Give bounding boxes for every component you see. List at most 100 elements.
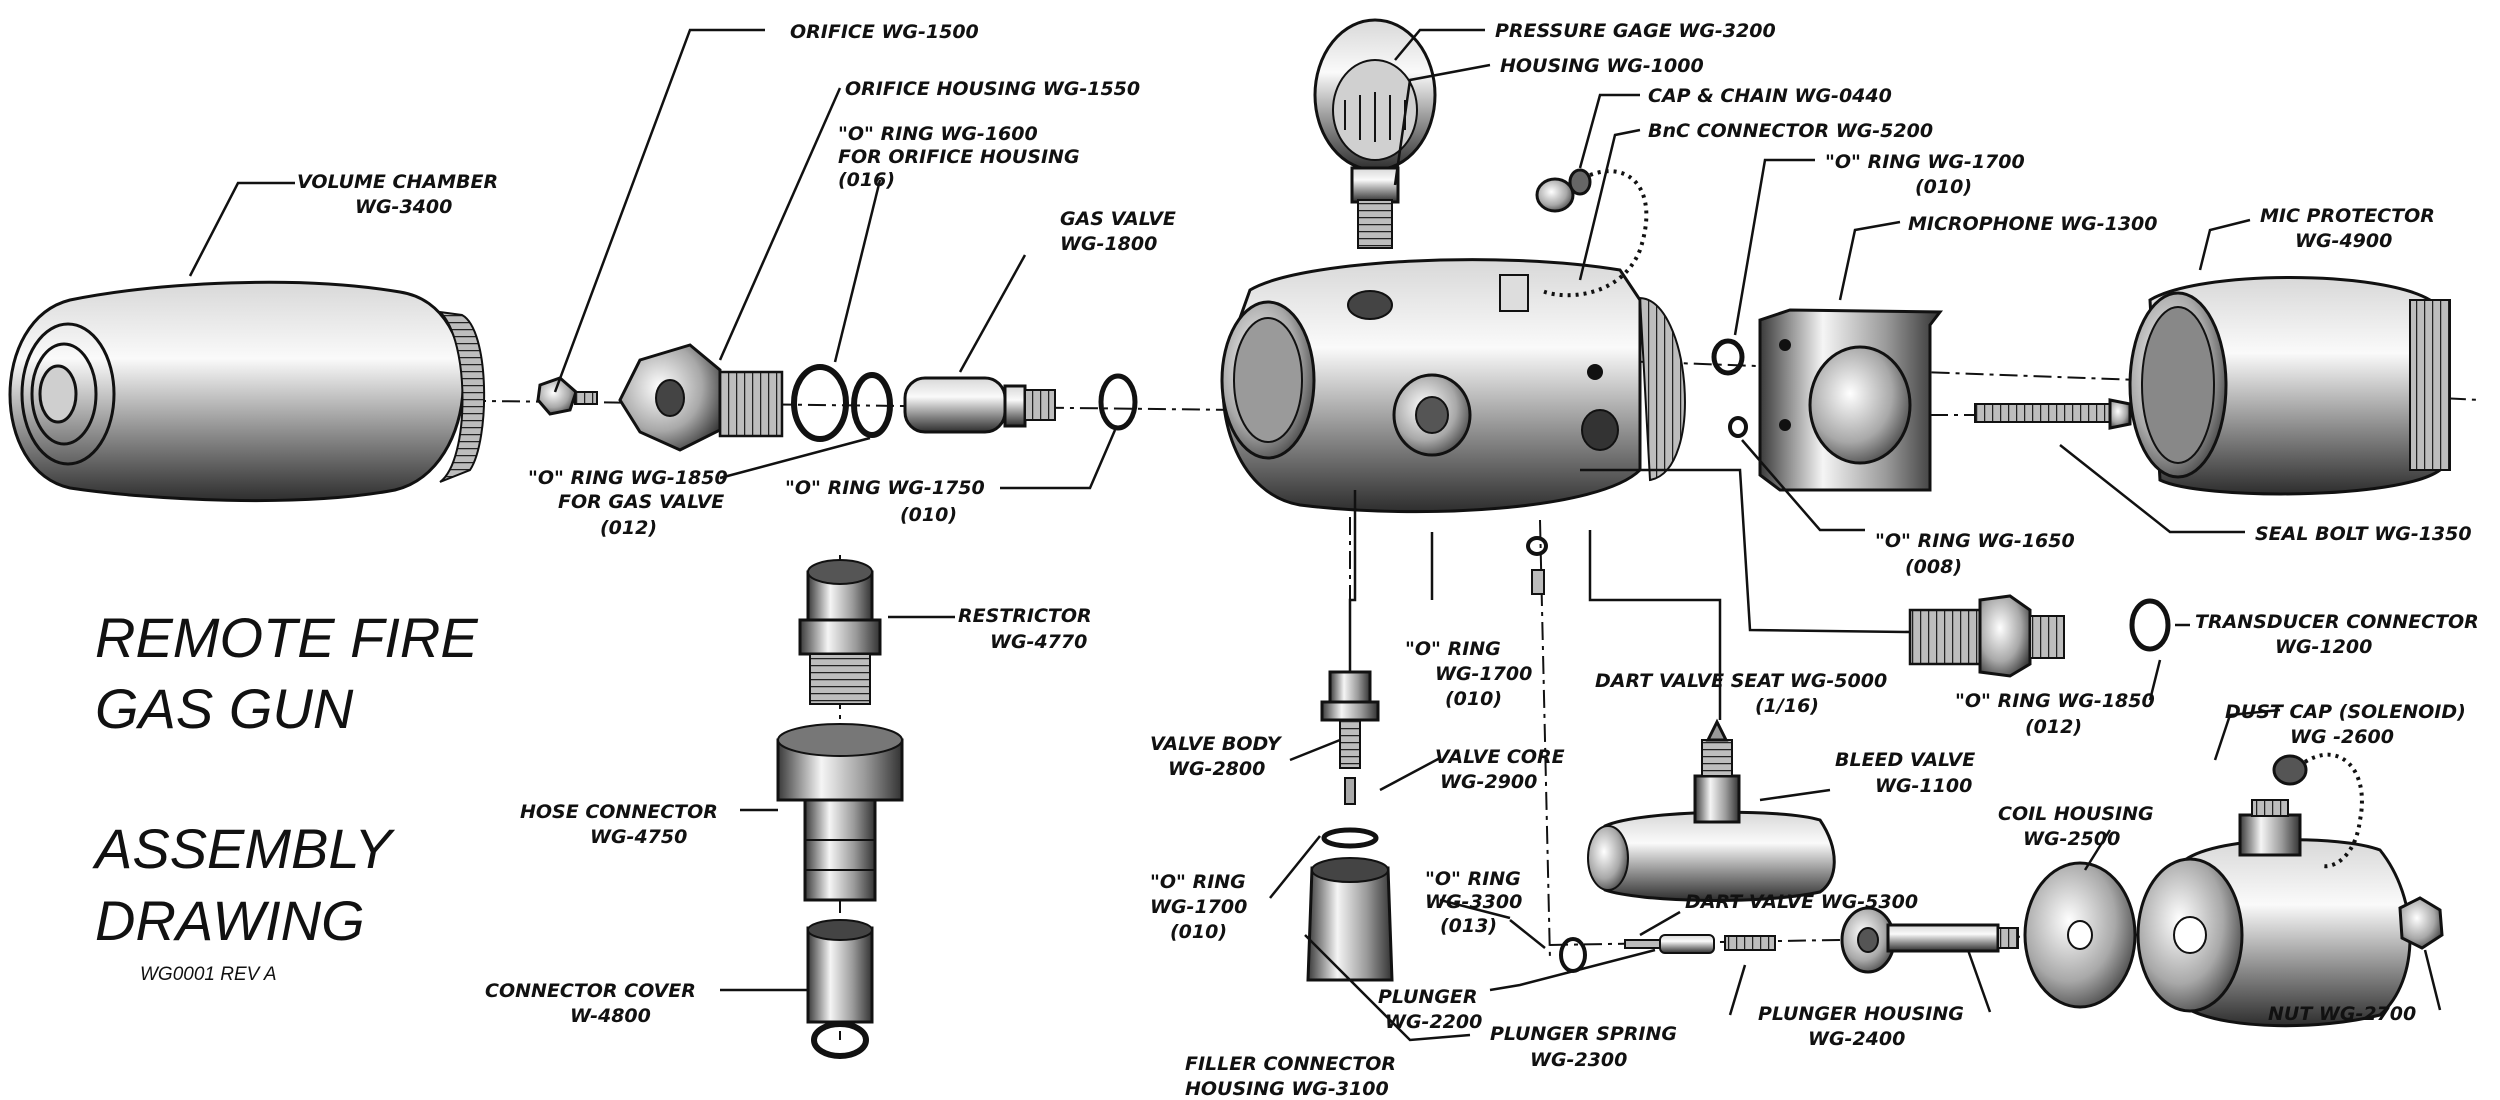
svg-text:FOR GAS VALVE: FOR GAS VALVE (558, 491, 724, 513)
label-transducer-connector: TRANSDUCER CONNECTOR WG-1200 (2195, 611, 2479, 658)
dust-cap-part (2272, 752, 2364, 869)
label-filler-connector: FILLER CONNECTOR HOUSING WG-3100 (1185, 1053, 1396, 1100)
label-mic-protector: MIC PROTECTOR WG-4900 (2260, 205, 2435, 252)
orifice-part (536, 376, 598, 416)
svg-text:VALVE BODY: VALVE BODY (1150, 733, 1283, 755)
svg-text:"O" RING: "O" RING (1150, 871, 1246, 893)
label-microphone: MICROPHONE WG-1300 (1908, 213, 2158, 235)
title-block: REMOTE FIRE GAS GUN ASSEMBLY DRAWING WG0… (92, 606, 478, 985)
oring-1650-part (1728, 416, 1748, 438)
svg-text:WG-2900: WG-2900 (1440, 771, 1537, 793)
svg-text:(012): (012) (600, 517, 657, 539)
svg-text:(012): (012) (2025, 716, 2082, 738)
svg-text:HOUSING WG-3100: HOUSING WG-3100 (1185, 1078, 1389, 1100)
svg-text:WG-2400: WG-2400 (1808, 1028, 1905, 1050)
coil-housing-part (2136, 799, 2412, 1028)
svg-text:PLUNGER: PLUNGER (1378, 986, 1478, 1008)
label-dart-valve-seat: DART VALVE SEAT WG-5000 (1/16) (1595, 670, 1887, 717)
svg-text:"O" RING WG-1650: "O" RING WG-1650 (1875, 530, 2075, 552)
svg-text:BLEED VALVE: BLEED VALVE (1835, 749, 1975, 771)
svg-text:WG-1200: WG-1200 (2275, 636, 2372, 658)
housing-part (1220, 258, 1686, 514)
oring-1700-low-part (1321, 827, 1379, 849)
svg-text:"O" RING WG-1850: "O" RING WG-1850 (1955, 690, 2155, 712)
oring-1600-part (791, 364, 849, 442)
label-oring-1700-top: "O" RING WG-1700 (010) (1825, 151, 2025, 198)
restrictor-part (798, 559, 882, 705)
nut-part (2398, 896, 2444, 950)
label-plunger-housing: PLUNGER HOUSING WG-2400 (1758, 1003, 1964, 1050)
label-oring-3300: "O" RING WG-3300 (013) (1425, 868, 1522, 937)
label-restrictor: RESTRICTOR WG-4770 (958, 605, 1092, 653)
svg-text:MIC PROTECTOR: MIC PROTECTOR (2260, 205, 2435, 227)
drawing-number: WG0001 REV A (140, 964, 277, 985)
label-hose-connector: HOSE CONNECTOR WG-4750 (520, 801, 718, 848)
oring-1850-part (851, 372, 893, 438)
svg-text:HOSE CONNECTOR: HOSE CONNECTOR (520, 801, 718, 823)
label-oring-1700-low: "O" RING WG-1700 (010) (1150, 871, 1247, 943)
svg-text:PLUNGER SPRING: PLUNGER SPRING (1490, 1023, 1677, 1045)
svg-text:(010): (010) (1915, 176, 1972, 198)
svg-text:COIL HOUSING: COIL HOUSING (1998, 803, 2154, 825)
svg-text:WG-1700: WG-1700 (1150, 896, 1247, 918)
svg-text:VOLUME CHAMBER: VOLUME CHAMBER (297, 171, 498, 193)
svg-text:FOR ORIFICE HOUSING: FOR ORIFICE HOUSING (838, 146, 1080, 168)
label-gas-valve: GAS VALVE WG-1800 (1060, 208, 1176, 255)
oring-1850-trans-part (2129, 598, 2171, 652)
label-bleed-valve: BLEED VALVE WG-1100 (1835, 749, 1975, 797)
title-line-1: REMOTE FIRE (95, 606, 478, 669)
svg-text:WG-1700: WG-1700 (1435, 663, 1532, 685)
label-volume-chamber: VOLUME CHAMBER WG-3400 (297, 171, 498, 218)
label-seal-bolt: SEAL BOLT WG-1350 (2255, 523, 2472, 545)
svg-text:"O" RING: "O" RING (1425, 868, 1521, 890)
oring-1700-mid-part (1526, 536, 1548, 556)
seal-bolt-part (1974, 398, 2132, 430)
label-oring-1850-gas: "O" RING WG-1850 FOR GAS VALVE (012) (528, 467, 728, 539)
svg-text:TRANSDUCER CONNECTOR: TRANSDUCER CONNECTOR (2195, 611, 2479, 633)
svg-text:(1/16): (1/16) (1755, 695, 1819, 717)
label-plunger-spring: PLUNGER SPRING WG-2300 (1490, 1023, 1677, 1071)
label-valve-core: VALVE CORE WG-2900 (1435, 746, 1565, 793)
label-nut: NUT WG-2700 (2268, 1003, 2416, 1025)
svg-text:WG-2200: WG-2200 (1385, 1011, 1482, 1033)
leader-lines (188, 28, 2442, 1042)
svg-text:GAS VALVE: GAS VALVE (1060, 208, 1176, 230)
label-oring-1650: "O" RING WG-1650 (008) (1875, 530, 2075, 578)
filler-connector-part (1306, 857, 1394, 982)
bleed-valve-part (1587, 718, 1836, 902)
oring-1750-part (1098, 373, 1138, 431)
orifice-housing-part (618, 343, 784, 452)
svg-text:WG-2500: WG-2500 (2023, 828, 2120, 850)
label-orifice-housing: ORIFICE HOUSING WG-1550 (845, 78, 1140, 100)
label-oring-1600: "O" RING WG-1600 FOR ORIFICE HOUSING (01… (838, 123, 1080, 191)
mic-protector-part (2128, 276, 2451, 496)
plunger-spring-part (1724, 935, 1776, 951)
svg-text:PLUNGER HOUSING: PLUNGER HOUSING (1758, 1003, 1964, 1025)
label-connector-cover: CONNECTOR COVER W-4800 (485, 980, 696, 1027)
subtitle-line-1: ASSEMBLY (92, 817, 395, 880)
svg-text:W-4800: W-4800 (570, 1005, 651, 1027)
svg-text:WG-2300: WG-2300 (1530, 1049, 1627, 1071)
label-dart-valve: DART VALVE WG-5300 (1685, 891, 1918, 913)
plunger-part (1659, 934, 1715, 954)
label-coil-housing: COIL HOUSING WG-2500 (1998, 803, 2154, 850)
label-pressure-gage: PRESSURE GAGE WG-3200 (1495, 20, 1776, 42)
dart-valve-seat-part (1531, 569, 1545, 595)
svg-text:WG-4900: WG-4900 (2295, 230, 2392, 252)
label-orifice: ORIFICE WG-1500 (790, 21, 979, 43)
svg-text:"O" RING WG-1750: "O" RING WG-1750 (785, 477, 985, 499)
svg-text:"O" RING WG-1700: "O" RING WG-1700 (1825, 151, 2025, 173)
connector-cover-part (806, 919, 874, 1059)
svg-text:WG-2800: WG-2800 (1168, 758, 1265, 780)
label-cap-chain: CAP & CHAIN WG-0440 (1648, 85, 1892, 107)
coil-washer-part (2023, 861, 2137, 1009)
svg-text:WG-3300: WG-3300 (1425, 891, 1522, 913)
svg-text:(008): (008) (1905, 556, 1962, 578)
subtitle-line-2: DRAWING (95, 889, 365, 952)
label-housing: HOUSING WG-1000 (1500, 55, 1704, 77)
oring-3300-part (1559, 937, 1587, 973)
svg-text:CONNECTOR COVER: CONNECTOR COVER (485, 980, 696, 1002)
label-oring-1700-mid: "O" RING WG-1700 (010) (1405, 638, 1532, 710)
svg-text:"O" RING WG-1850: "O" RING WG-1850 (528, 467, 728, 489)
